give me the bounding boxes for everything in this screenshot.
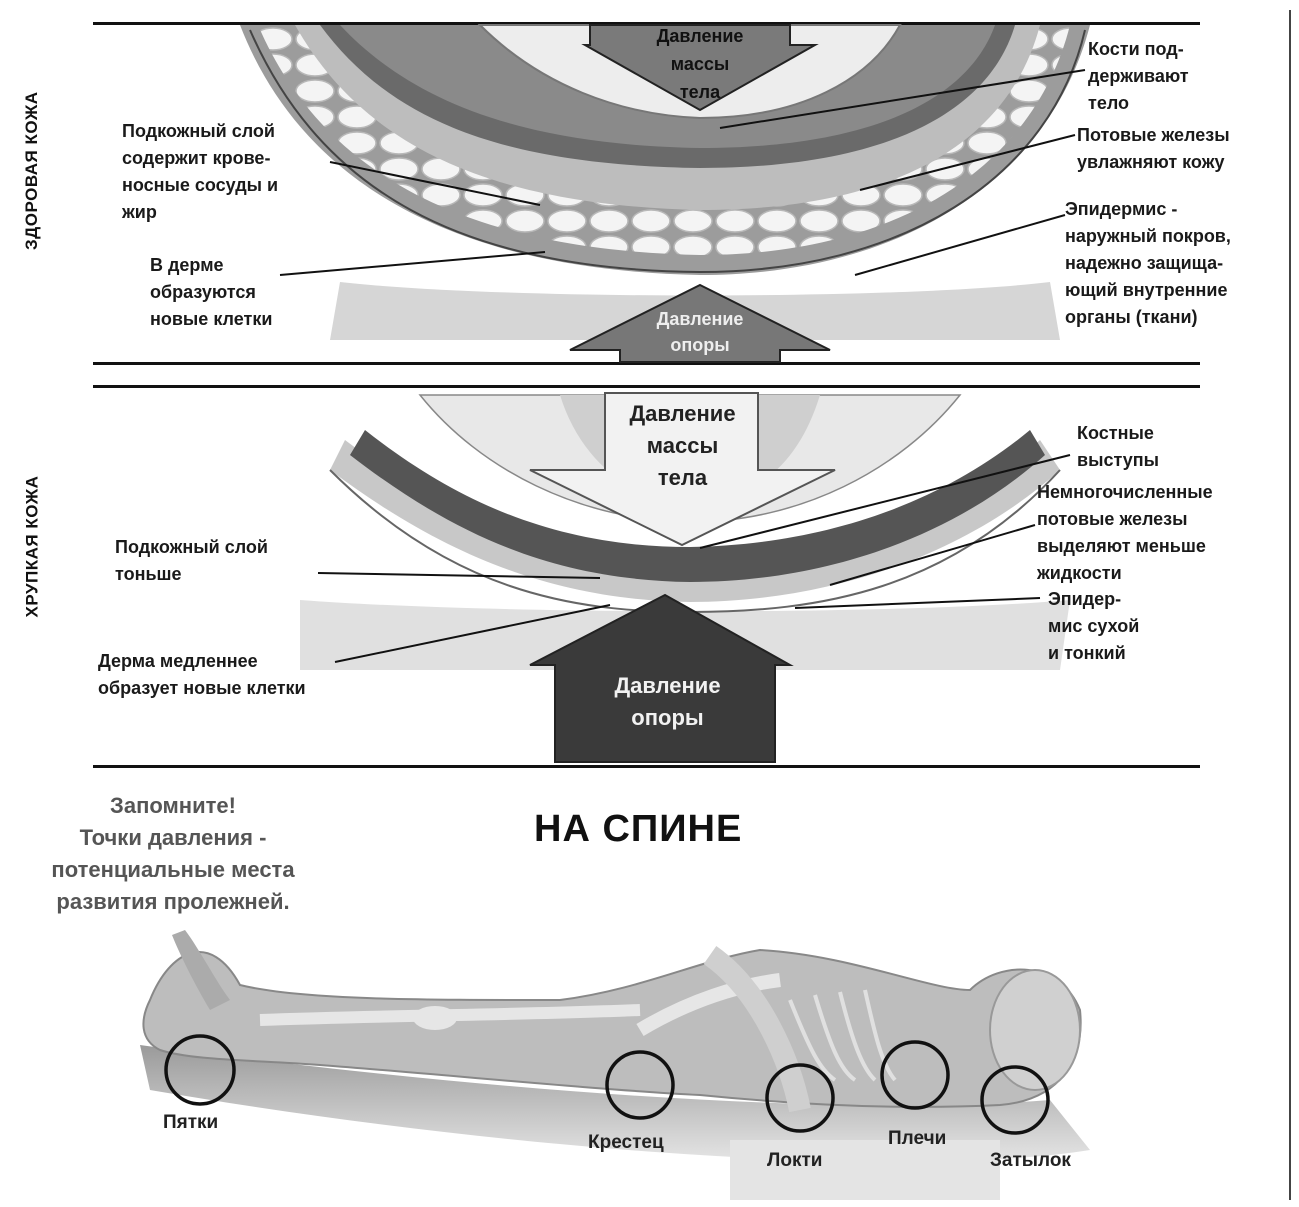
label-dry-epidermis: Эпидер- мис сухой и тонкий bbox=[1048, 586, 1139, 667]
supine-title: НА СПИНЕ bbox=[534, 808, 742, 851]
healthy-arrow-bottom-text: Давление опоры bbox=[615, 306, 785, 358]
label-epidermis: Эпидермис - наружный покров, надежно защ… bbox=[1065, 196, 1231, 331]
label-slow-dermis: Дерма медленнее образует новые клетки bbox=[98, 648, 306, 702]
label-subcutaneous: Подкожный слой содержит крове- носные со… bbox=[122, 118, 278, 226]
label-heels: Пятки bbox=[163, 1112, 218, 1134]
label-dermis: В дерме образуются новые клетки bbox=[150, 252, 272, 333]
label-few-sweat-glands: Немногочисленные потовые железы выделяют… bbox=[1037, 479, 1213, 587]
fragile-arrow-bottom-text: Давление опоры bbox=[580, 670, 755, 734]
label-thin-subcutaneous: Подкожный слой тоньше bbox=[115, 534, 268, 588]
label-occiput: Затылок bbox=[990, 1150, 1071, 1172]
label-sweat-glands: Потовые железы увлажняют кожу bbox=[1077, 122, 1230, 176]
fragile-skin-title: ХРУПКАЯ КОЖА bbox=[23, 493, 43, 618]
label-bones-support: Кости под- держивают тело bbox=[1088, 36, 1189, 117]
label-sacrum: Крестец bbox=[588, 1132, 664, 1154]
label-shoulders: Плечи bbox=[888, 1128, 946, 1150]
label-bony-prominences: Костные выступы bbox=[1077, 420, 1159, 474]
remember-note: Запомните! Точки давления - потенциальны… bbox=[8, 790, 338, 918]
healthy-skin-title: ЗДОРОВАЯ КОЖА bbox=[22, 110, 42, 250]
healthy-arrow-top-text: Давление массы тела bbox=[625, 22, 775, 100]
fragile-arrow-top-text: Давление массы тела bbox=[600, 398, 765, 494]
label-elbows: Локти bbox=[767, 1150, 822, 1172]
